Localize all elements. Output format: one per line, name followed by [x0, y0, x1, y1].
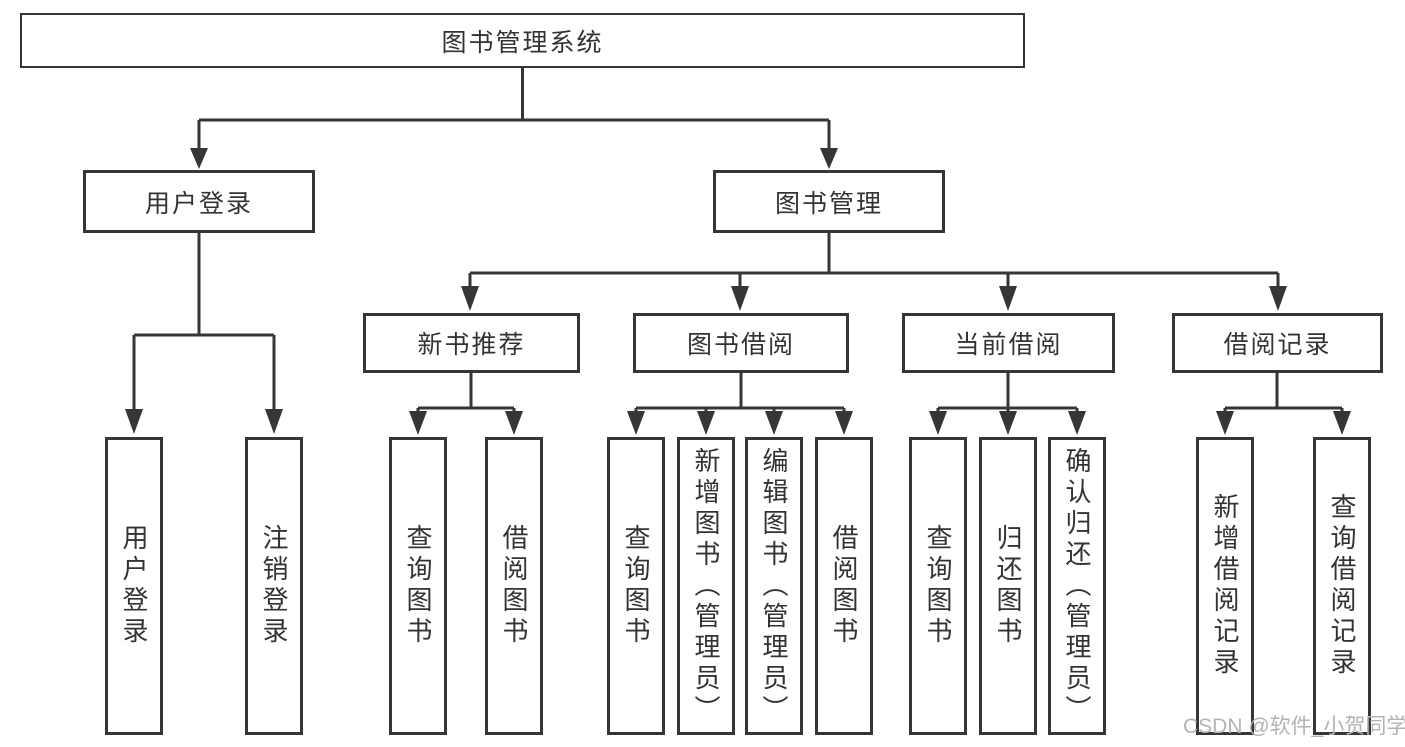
node-new-book-recommend: 新书推荐 [363, 313, 580, 373]
leaf-add-borrow-record: 新增借阅记录 [1196, 437, 1254, 735]
leaf-add-book-admin: 新增图书（管理员） [677, 437, 735, 735]
leaf-confirm-return-admin: 确认归还（管理员） [1048, 437, 1106, 735]
leaf-query-borrow-record: 查询借阅记录 [1313, 437, 1371, 735]
node-book-management: 图书管理 [713, 170, 945, 233]
leaf-borrow-books: 借阅图书 [815, 437, 873, 735]
node-user-login: 用户登录 [83, 170, 315, 233]
node-book-borrowing: 图书借阅 [633, 313, 849, 373]
node-current-borrowing: 当前借阅 [902, 313, 1115, 373]
node-book-management-system: 图书管理系统 [20, 13, 1025, 68]
leaf-query-books-recommend: 查询图书 [389, 437, 447, 735]
leaf-borrow-books-recommend: 借阅图书 [485, 437, 543, 735]
leaf-user-login: 用户登录 [105, 437, 163, 735]
node-borrowing-records: 借阅记录 [1172, 313, 1383, 373]
watermark: CSDN @软件_小贺同学 [1183, 715, 1405, 738]
leaf-edit-book-admin: 编辑图书（管理员） [745, 437, 803, 735]
leaf-logout: 注销登录 [245, 437, 303, 735]
leaf-query-books-borrowing: 查询图书 [607, 437, 665, 735]
arrowheads [125, 148, 1351, 435]
leaf-return-book: 归还图书 [979, 437, 1037, 735]
leaf-query-books-current: 查询图书 [909, 437, 967, 735]
